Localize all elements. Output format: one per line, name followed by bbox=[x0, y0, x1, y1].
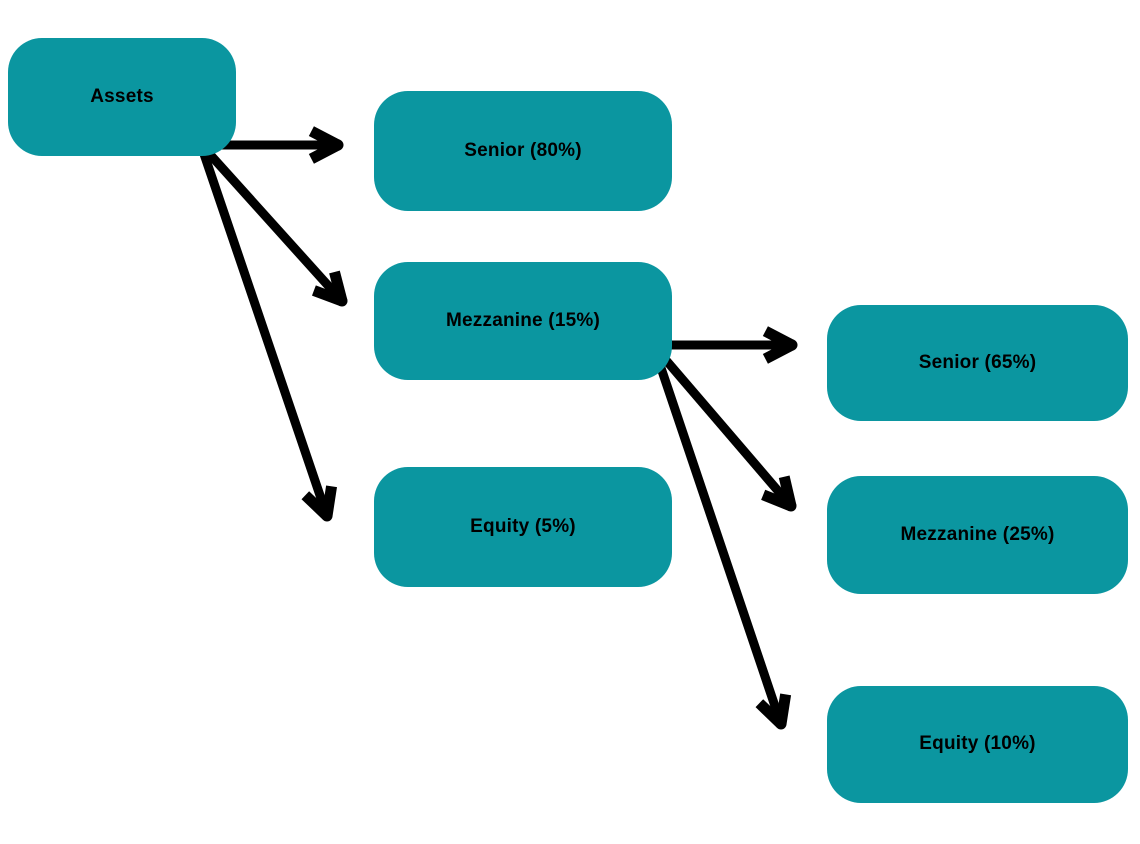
node-senior-80[interactable]: Senior (80%) bbox=[374, 91, 672, 211]
arrow-head-barb-0 bbox=[311, 285, 344, 307]
node-mezzanine-25-label: Mezzanine (25%) bbox=[900, 523, 1055, 545]
node-equity-10-label: Equity (10%) bbox=[919, 733, 1036, 755]
arrow-shaft bbox=[651, 351, 786, 726]
arrow-head-joint bbox=[321, 510, 333, 522]
arrow-shaft bbox=[198, 149, 332, 518]
node-assets[interactable]: Assets bbox=[8, 38, 236, 156]
arrow-head-barb-0 bbox=[761, 489, 794, 512]
node-mezzanine-15-label: Mezzanine (15%) bbox=[446, 309, 600, 331]
arrow-head-barb-0 bbox=[762, 340, 795, 364]
arrow-shaft bbox=[202, 146, 346, 305]
arrow-head-barb-1 bbox=[778, 475, 797, 508]
node-equity-5-label: Equity (5%) bbox=[470, 515, 576, 537]
arrow-mezzanine-15-to-mezzanine-25 bbox=[655, 349, 797, 512]
node-senior-65[interactable]: Senior (65%) bbox=[827, 305, 1128, 421]
node-mezzanine-15[interactable]: Mezzanine (15%) bbox=[374, 262, 672, 380]
arrow-head-barb-1 bbox=[762, 326, 795, 350]
node-mezzanine-25[interactable]: Mezzanine (25%) bbox=[827, 476, 1128, 594]
arrow-shaft bbox=[655, 349, 795, 509]
arrow-mezzanine-15-to-senior-65 bbox=[664, 326, 798, 364]
arrow-assets-to-equity-5 bbox=[198, 149, 337, 522]
node-equity-5[interactable]: Equity (5%) bbox=[374, 467, 672, 587]
arrow-mezzanine-15-to-equity-10 bbox=[651, 351, 792, 730]
arrow-head-barb-0 bbox=[755, 699, 785, 728]
arrow-head-barb-0 bbox=[308, 140, 341, 164]
node-equity-10[interactable]: Equity (10%) bbox=[827, 686, 1128, 803]
node-assets-label: Assets bbox=[90, 85, 154, 107]
arrow-head-joint bbox=[775, 718, 787, 730]
arrow-head-barb-1 bbox=[775, 693, 792, 725]
node-senior-65-label: Senior (65%) bbox=[918, 351, 1037, 373]
arrow-head-barb-0 bbox=[301, 491, 331, 520]
arrow-head-joint bbox=[786, 339, 798, 351]
arrow-assets-to-mezzanine-15 bbox=[202, 146, 348, 307]
arrow-head-joint bbox=[336, 295, 348, 307]
arrow-head-barb-1 bbox=[308, 126, 341, 150]
arrow-head-barb-1 bbox=[329, 270, 348, 303]
node-senior-80-label: Senior (80%) bbox=[464, 139, 582, 161]
arrow-head-barb-1 bbox=[321, 485, 337, 517]
arrow-head-joint bbox=[332, 139, 344, 151]
arrow-head-joint bbox=[785, 500, 797, 512]
